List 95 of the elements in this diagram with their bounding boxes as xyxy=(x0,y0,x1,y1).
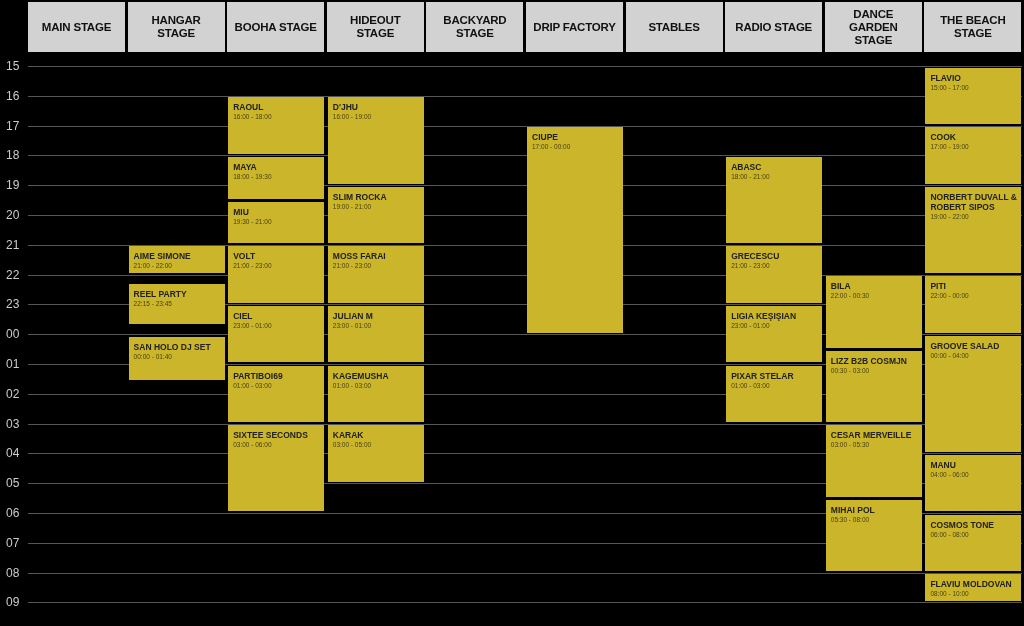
hour-label: 22 xyxy=(6,267,20,282)
artist-name: LIZZ B2B COSMJN xyxy=(830,355,908,366)
artist-name: MIU xyxy=(233,206,250,217)
artist-name: COOK xyxy=(930,132,957,143)
hour-label: 04 xyxy=(6,446,20,461)
hour-label: 21 xyxy=(6,237,20,252)
stage-header: DANCE GARDEN STAGE xyxy=(824,2,922,52)
hour-label: 18 xyxy=(6,148,20,163)
artist-name: KARAK xyxy=(332,430,365,441)
set-block xyxy=(925,335,1022,452)
artist-name: BILA xyxy=(830,281,852,292)
hour-label: 08 xyxy=(6,565,20,580)
artist-name: CIUPE xyxy=(532,132,559,143)
set-block xyxy=(228,246,325,303)
set-block xyxy=(128,337,225,381)
artist-name: PITI xyxy=(930,281,947,292)
artist-name: FLAVIO xyxy=(930,72,962,83)
hour-label: 15 xyxy=(6,59,20,73)
set-block xyxy=(327,425,424,482)
hour-label: 00 xyxy=(6,327,20,342)
stage-header: HIDEOUT STAGE xyxy=(326,2,424,52)
hour-label: 05 xyxy=(6,476,20,491)
artist-name: MAYA xyxy=(233,161,258,172)
set-block xyxy=(726,246,823,303)
stage-header: HANGAR STAGE xyxy=(127,2,225,52)
stage-header: DRIP FACTORY xyxy=(526,2,623,52)
set-block xyxy=(128,283,225,324)
hour-label: 06 xyxy=(6,506,20,520)
artist-name: PARTIBOI69 xyxy=(233,370,284,381)
stage-header: RADIO STAGE xyxy=(725,2,823,52)
set-block xyxy=(925,514,1022,572)
artist-name: COSMOS TONE xyxy=(930,519,995,530)
set-block xyxy=(527,127,623,333)
set-block xyxy=(825,276,922,348)
artist-name: GRECESCU xyxy=(731,251,781,262)
stage-header: BACKYARD STAGE xyxy=(426,2,524,52)
artist-name: PIXAR STELAR xyxy=(731,370,795,381)
set-block xyxy=(327,365,424,423)
artist-name: SIXTEE SECONDS xyxy=(233,430,309,441)
set-block xyxy=(327,246,424,303)
set-block xyxy=(327,97,424,184)
hour-label: 19 xyxy=(6,178,20,193)
set-block xyxy=(925,127,1022,184)
hour-label: 02 xyxy=(6,386,20,401)
artist-name: REEL PARTY xyxy=(133,288,188,299)
hour-label: 20 xyxy=(6,208,20,222)
artist-name: D'JHU xyxy=(332,102,359,113)
hour-label: 23 xyxy=(6,297,20,312)
set-block xyxy=(925,574,1022,601)
stage-header: STABLES xyxy=(625,2,723,52)
set-block xyxy=(825,425,922,497)
artist-name: RAOUL xyxy=(233,102,265,113)
set-block xyxy=(228,201,325,244)
hour-label: 07 xyxy=(6,535,20,550)
artist-name: SLIM ROCKA xyxy=(332,191,388,202)
stage-header: THE BEACH STAGE xyxy=(924,2,1022,52)
stage-header: MAIN STAGE xyxy=(28,2,125,52)
set-block xyxy=(327,305,424,363)
hour-label: 01 xyxy=(6,357,20,371)
artist-name: FLAVIU MOLDOVAN xyxy=(930,579,1013,590)
artist-name: ABASC xyxy=(731,161,763,172)
artist-name: JULIAN M xyxy=(332,310,374,321)
artist-name: LIGIA KEŞIŞIAN xyxy=(731,310,798,321)
set-block xyxy=(925,186,1022,274)
artist-name: NORBERT DUVALL & ROBERT SIPOS xyxy=(930,191,1018,212)
hour-label: 09 xyxy=(6,595,20,610)
artist-name: MOSS FARAI xyxy=(332,251,387,262)
set-block xyxy=(228,305,325,363)
set-block xyxy=(726,156,823,244)
set-block xyxy=(228,156,325,199)
artist-name: MANU xyxy=(930,459,957,470)
hour-label: 03 xyxy=(6,416,20,431)
set-block xyxy=(327,186,424,244)
set-block xyxy=(228,425,325,512)
set-block xyxy=(925,67,1022,125)
set-block xyxy=(825,499,922,572)
artist-name: KAGEMUSHA xyxy=(332,370,390,381)
set-block xyxy=(228,97,325,154)
artist-name: VOLT xyxy=(233,251,257,262)
hour-label: 17 xyxy=(6,118,20,133)
set-block xyxy=(726,305,823,363)
artist-name: CIEL xyxy=(233,310,254,321)
set-block xyxy=(726,365,823,423)
hour-label: 16 xyxy=(6,88,20,103)
set-block xyxy=(128,246,225,274)
set-block xyxy=(925,454,1022,512)
artist-name: CESAR MERVEILLE xyxy=(830,430,913,441)
stage-header: BOOHA STAGE xyxy=(227,2,325,52)
set-block xyxy=(825,350,922,423)
set-block xyxy=(228,365,325,423)
set-block xyxy=(925,276,1022,333)
artist-name: SAN HOLO DJ SET xyxy=(133,342,212,353)
artist-name: MIHAI POL xyxy=(830,504,876,515)
artist-name: AIME SIMONE xyxy=(133,251,192,262)
artist-name: GROOVE SALAD xyxy=(930,340,1001,351)
